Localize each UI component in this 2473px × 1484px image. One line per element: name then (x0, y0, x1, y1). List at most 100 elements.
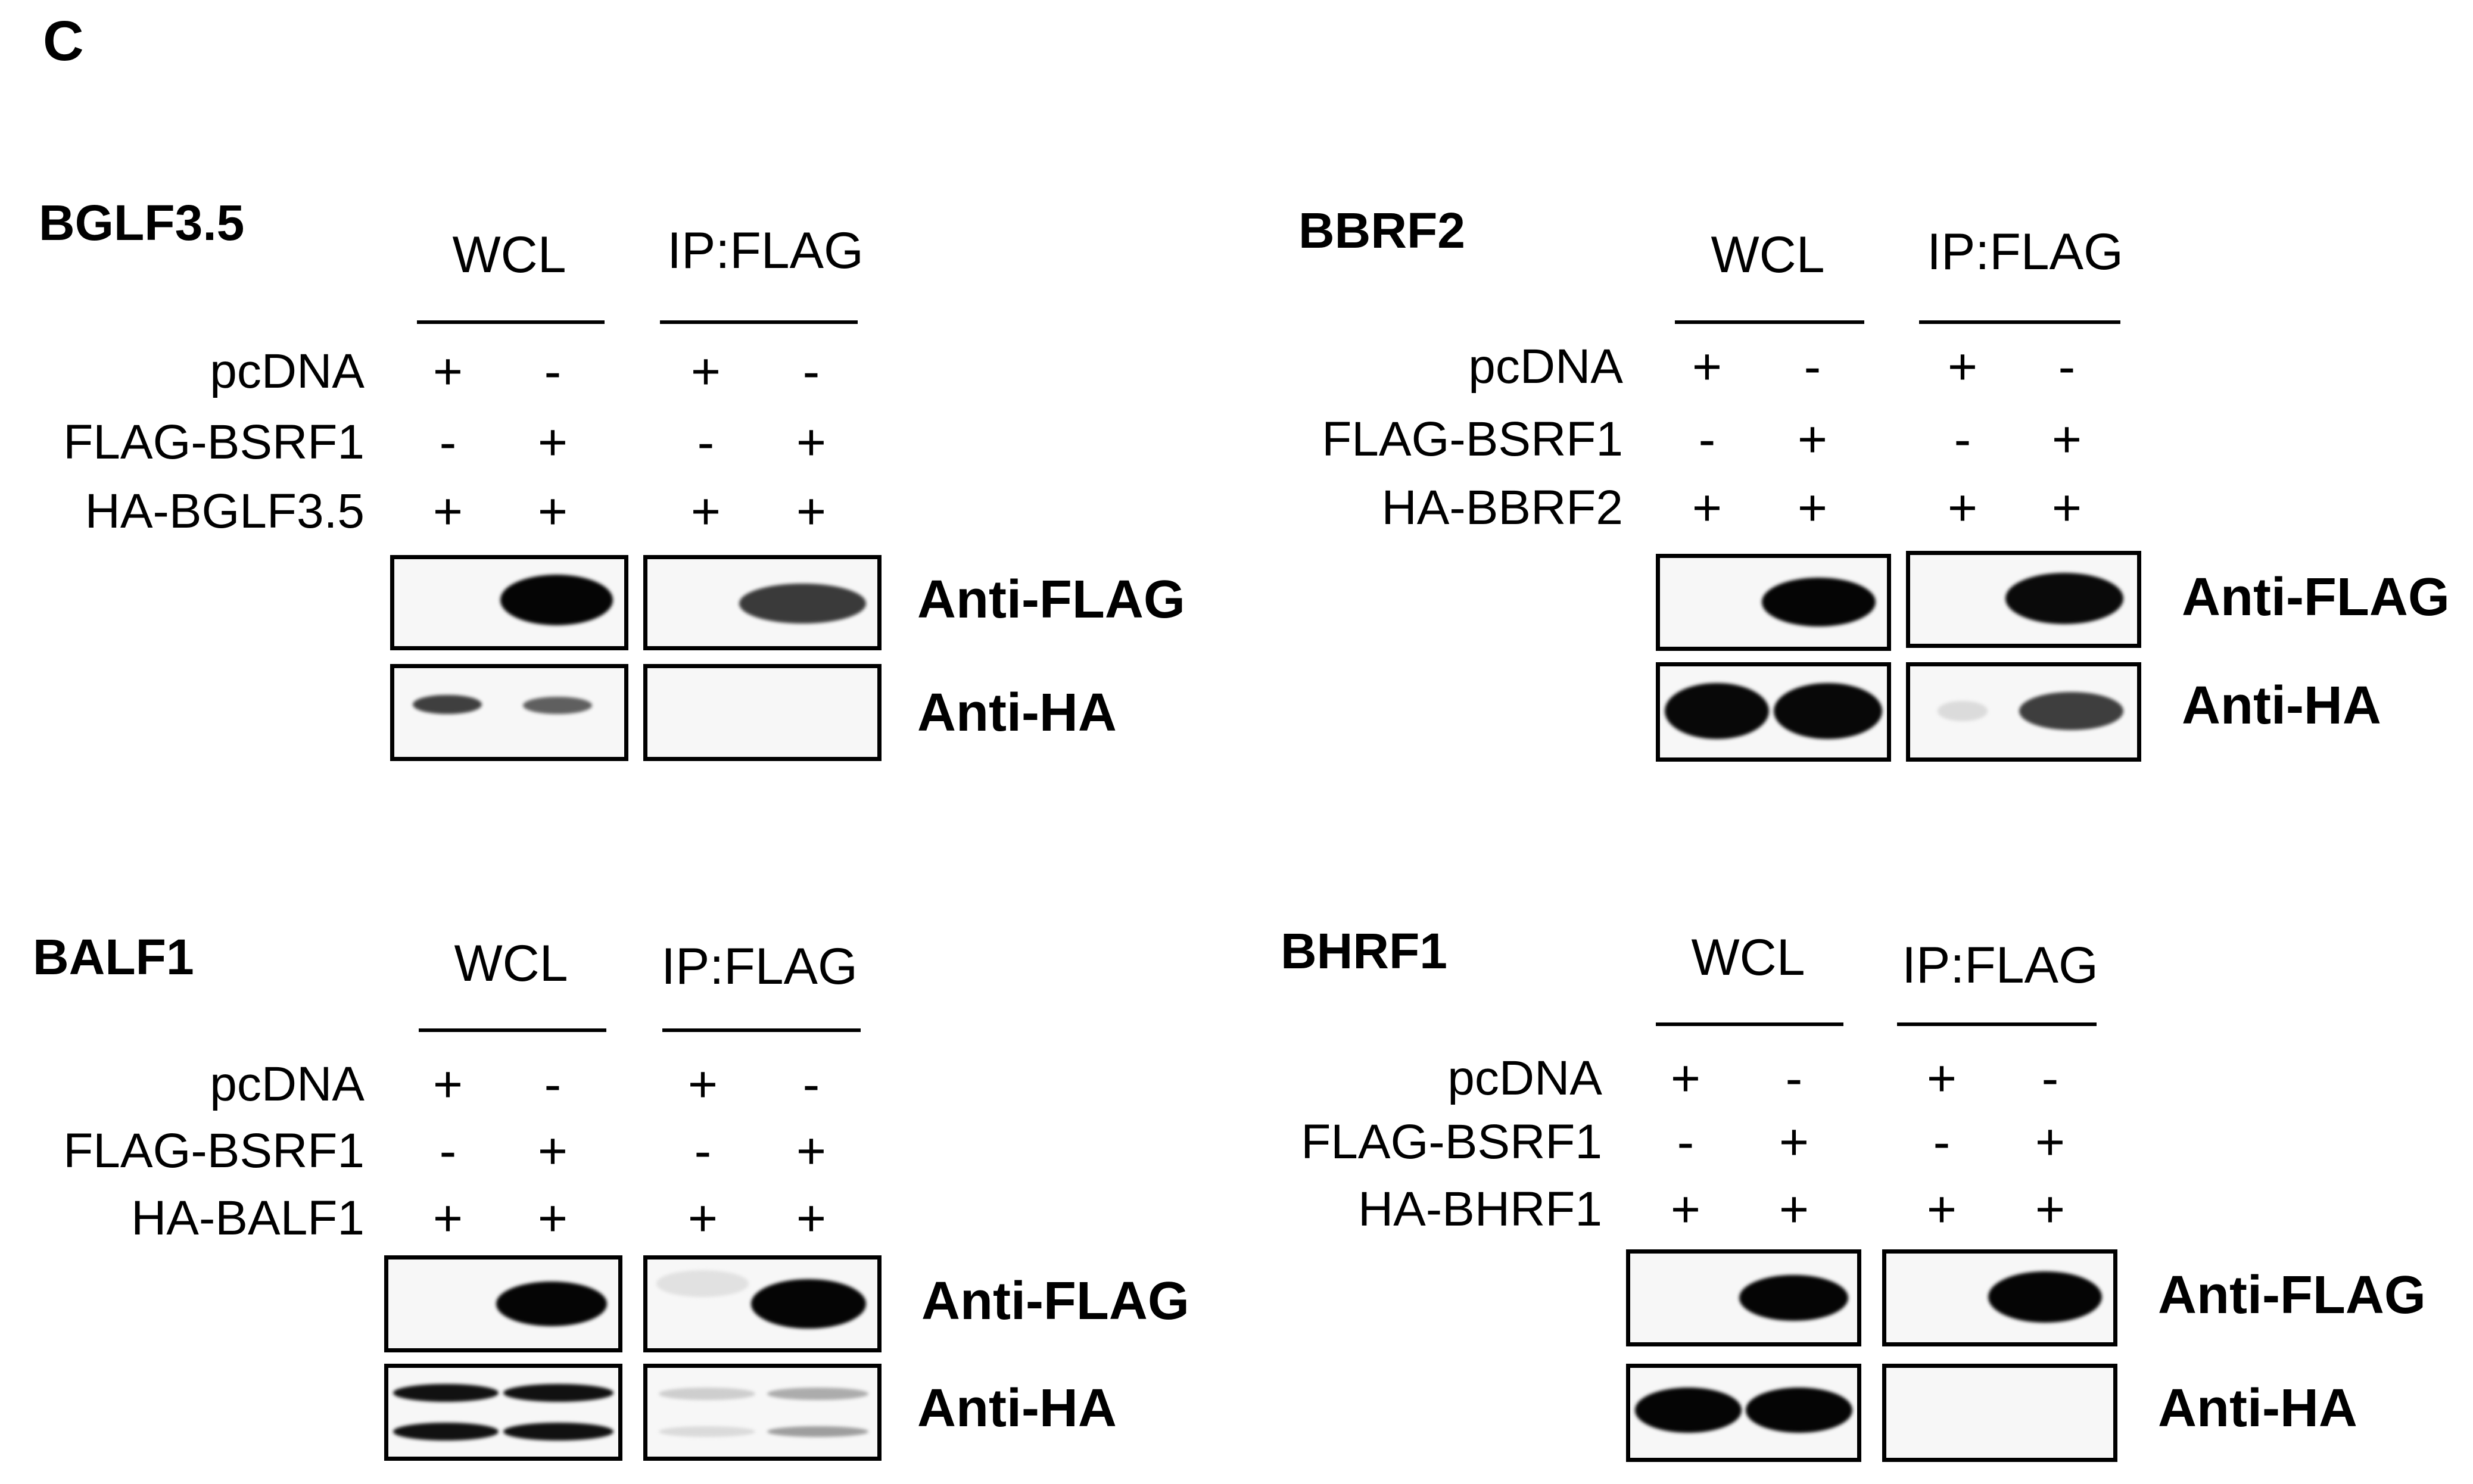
blot-panel (1882, 1364, 2117, 1462)
blot-band (1773, 682, 1883, 740)
lane-sign: + (796, 1190, 827, 1247)
blot-panel (643, 664, 882, 761)
lane-sign: + (432, 343, 463, 400)
blot-panel (390, 664, 628, 761)
blot-band (750, 1279, 866, 1329)
group-label: WCL (452, 226, 566, 283)
gene-name: BHRF1 (1281, 923, 1448, 979)
blot-band (659, 1426, 756, 1438)
row-label: HA-BHRF1 (1357, 1182, 1602, 1236)
row-label: FLAG-BSRF1 (1322, 412, 1623, 466)
blot-band (739, 583, 866, 624)
blot-band (393, 1423, 499, 1441)
lane-sign: - (439, 414, 457, 471)
lane-sign: + (690, 483, 721, 540)
lane-sign: + (432, 483, 463, 540)
blot-band (523, 696, 592, 715)
lane-sign: - (2041, 1050, 2059, 1107)
antibody-label: Anti-FLAG (2182, 568, 2450, 627)
blot-band (2019, 691, 2124, 731)
group-underline (1675, 320, 1864, 324)
lane-sign: + (1692, 338, 1723, 395)
blot-band (412, 694, 482, 715)
antibody-label: Anti-FLAG (2158, 1265, 2426, 1325)
lane-sign: + (687, 1056, 718, 1113)
lane-sign: - (802, 343, 820, 400)
row-label: FLAG-BSRF1 (63, 1124, 365, 1178)
blot-panel (384, 1364, 622, 1461)
lane-sign: + (1797, 411, 1828, 468)
lane-sign: + (796, 483, 827, 540)
blot-panel (390, 555, 628, 650)
lane-sign: + (1947, 479, 1978, 537)
gene-name: BBRF2 (1298, 202, 1466, 258)
group-label: WCL (454, 935, 568, 992)
group-underline (662, 1028, 861, 1032)
group-label: IP:FLAG (1902, 937, 2098, 994)
lane-sign: + (1947, 338, 1978, 395)
gene-name: BALF1 (33, 929, 194, 985)
lane-sign: + (537, 483, 568, 540)
group-underline (1897, 1022, 2097, 1026)
antibody-label: Anti-HA (917, 1379, 1117, 1438)
lane-sign: - (1698, 411, 1716, 468)
group-label: IP:FLAG (667, 222, 864, 279)
lane-sign: + (690, 343, 721, 400)
blot-band (1746, 1388, 1853, 1433)
blot-band (767, 1387, 868, 1400)
lane-sign: - (1933, 1114, 1951, 1171)
row-label: pcDNA (210, 344, 365, 398)
lane-sign: - (694, 1123, 712, 1180)
blot-band (656, 1270, 749, 1297)
lane-sign: + (1779, 1114, 1809, 1171)
group-label: IP:FLAG (661, 938, 858, 995)
lane-sign: + (537, 1190, 568, 1247)
lane-sign: + (1797, 479, 1828, 537)
blot-band (1664, 682, 1769, 740)
blot-band (393, 1383, 499, 1402)
group-underline (1919, 320, 2120, 324)
lane-sign: + (432, 1190, 463, 1247)
row-label: pcDNA (1447, 1051, 1602, 1105)
row-label: HA-BBRF2 (1381, 481, 1623, 535)
row-label: pcDNA (1468, 339, 1623, 394)
blot-band (767, 1426, 868, 1438)
row-label: FLAG-BSRF1 (1301, 1115, 1602, 1169)
lane-sign: + (2035, 1114, 2066, 1171)
lane-sign: + (432, 1056, 463, 1113)
blot-panel (1882, 1249, 2117, 1346)
group-underline (1656, 1022, 1843, 1026)
blot-panel (643, 1364, 882, 1461)
lane-sign: + (2051, 411, 2082, 468)
lane-sign: + (1670, 1181, 1701, 1238)
antibody-label: Anti-FLAG (917, 570, 1185, 629)
lane-sign: - (1804, 338, 1821, 395)
blot-band (503, 1423, 614, 1441)
lane-sign: + (2051, 479, 2082, 537)
lane-sign: - (1677, 1114, 1695, 1171)
group-label: WCL (1691, 929, 1805, 986)
row-label: pcDNA (210, 1057, 365, 1111)
blot-band (1988, 1271, 2102, 1323)
blot-panel (643, 1255, 882, 1352)
lane-sign: - (544, 343, 562, 400)
blot-band (1762, 577, 1876, 626)
figure-label: C (43, 10, 84, 73)
lane-sign: + (1670, 1050, 1701, 1107)
blot-band (1634, 1388, 1742, 1433)
blot-panel (1656, 662, 1891, 762)
blot-panel (1626, 1364, 1861, 1462)
blot-band (1739, 1274, 1848, 1321)
lane-sign: - (1954, 411, 1971, 468)
blot-band (503, 1383, 614, 1402)
lane-sign: - (2058, 338, 2076, 395)
blot-panel (1626, 1249, 1861, 1346)
blot-panel (1656, 554, 1891, 651)
blot-panel (1906, 551, 2141, 648)
lane-sign: + (1926, 1050, 1957, 1107)
gene-name: BGLF3.5 (39, 195, 245, 251)
lane-sign: + (796, 1123, 827, 1180)
lane-sign: + (687, 1190, 718, 1247)
lane-sign: - (439, 1123, 457, 1180)
lane-sign: + (537, 1123, 568, 1180)
